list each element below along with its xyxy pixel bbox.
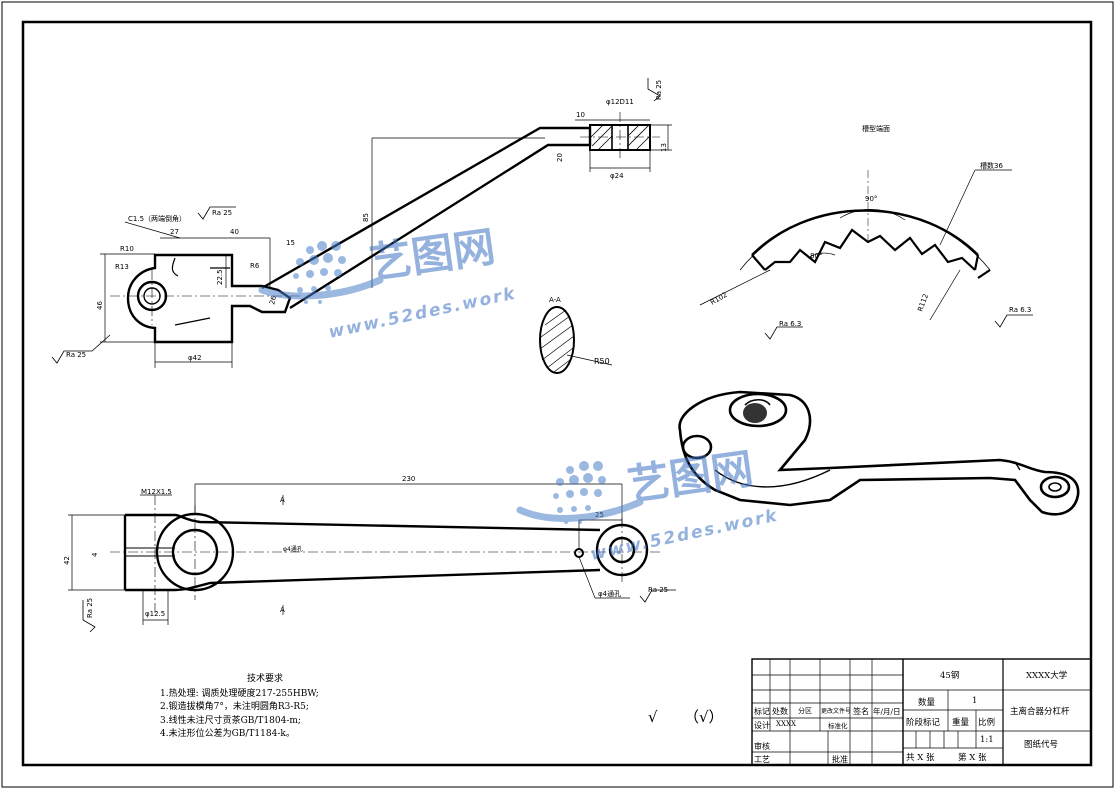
section-a-a: A-A R50 — [539, 296, 613, 374]
watermark-brand-1: 艺图网 — [367, 222, 499, 288]
dim-phi42: φ42 — [188, 354, 202, 362]
tb-count-label: 处数 — [772, 707, 788, 716]
watermark-url-2: www.52des.work — [589, 506, 780, 565]
tb-sheet-no: 第 X 张 — [958, 753, 987, 763]
dim-22: 22.5 — [216, 269, 224, 285]
tb-design-label: 设计 — [754, 721, 770, 730]
dim-85: 85 — [362, 213, 370, 222]
detail-r102: R102 — [709, 291, 729, 307]
dim-26: 26 — [268, 294, 278, 305]
tb-stage-label: 阶段标记 — [906, 718, 941, 728]
dim-40: 40 — [230, 228, 239, 236]
note-item-4: 4.未注形位公差为GB/T1184-k。 — [160, 729, 295, 739]
dim-42: 42 — [63, 556, 71, 565]
dim-chamfer: C1.5（两端倒角） — [128, 214, 186, 223]
tb-review-label: 审核 — [754, 742, 770, 751]
section-mark-bottom: A — [280, 606, 285, 614]
note-item-2: 2.锻造拔模角7°，未注明圆角R3-R5; — [160, 702, 309, 712]
title-block — [751, 658, 1092, 766]
tb-scale-label: 比例 — [978, 718, 996, 728]
watermark-2: 艺图网 www.52des.work — [516, 444, 780, 565]
detail-view — [699, 169, 1012, 321]
ra-bottom-right: Ra 25 — [648, 586, 668, 594]
dim-13: 13 — [660, 143, 668, 152]
ra-bottom-left: Ra 25 — [86, 598, 94, 618]
center-note: φ4通孔 — [283, 545, 303, 553]
ra-top: Ra 25 — [212, 209, 232, 217]
dim-r13: R13 — [115, 263, 129, 271]
dim-phi24: φ24 — [610, 172, 624, 180]
ra-detail-right: Ra 6.3 — [1009, 306, 1031, 314]
section-r50: R50 — [594, 357, 610, 366]
dim-46: 46 — [96, 301, 104, 310]
tb-part-name: 主离合器分杠杆 — [1010, 707, 1070, 717]
dim-15: 15 — [286, 239, 295, 247]
detail-teeth: 槽数36 — [980, 161, 1003, 170]
tb-change-doc: 更改文件号 — [821, 708, 852, 715]
technical-notes: 技术要求 1.热处理: 调质处理硬度217-255HBW; 2.锻造拔模角7°，… — [160, 673, 360, 742]
tb-zone-label: 分区 — [798, 707, 812, 715]
dim-r10: R10 — [120, 245, 134, 253]
ra-arm-end: Ra 25 — [655, 80, 663, 100]
ra-left: Ra 25 — [66, 351, 86, 359]
section-mark-top: A — [280, 496, 285, 504]
tb-sign-label: 签名 — [853, 707, 869, 716]
note-item-3: 3.线性未注尺寸贡茶GB/T1804-m; — [160, 715, 301, 726]
tb-approve-label: 批准 — [832, 755, 848, 764]
note-item-1: 1.热处理: 调质处理硬度217-255HBW; — [160, 688, 319, 699]
dim-r6: R6 — [250, 262, 260, 270]
dim-10: 10 — [576, 111, 585, 119]
tb-total-sheets: 共 X 张 — [906, 753, 935, 763]
bottom-view — [68, 483, 660, 625]
svg-text:A-A: A-A — [549, 296, 561, 304]
tb-scale-value: 1:1 — [980, 735, 994, 745]
dim-27: 27 — [170, 228, 179, 236]
iso-view — [678, 390, 1080, 516]
top-view — [100, 112, 672, 368]
tb-designer: XXXX — [776, 720, 796, 728]
inner-frame — [21, 20, 1093, 767]
dim-phi12: φ12D11 — [606, 98, 634, 106]
ra-detail-left: Ra 6.3 — [779, 320, 801, 328]
dim-230: 230 — [402, 475, 415, 483]
iso-bore — [743, 403, 767, 423]
check-mark-paren: （√） — [684, 708, 724, 726]
tb-qty-label: 数量 — [918, 698, 936, 708]
roughness-marks — [51, 78, 1033, 633]
detail-angle-80: 80° — [810, 252, 822, 260]
tb-drawing-no: 图纸代号 — [1024, 740, 1059, 750]
tb-weight-label: 重量 — [952, 718, 970, 728]
dim-m12: M12X1.5 — [141, 488, 172, 496]
detail-title: 槽型端面 — [862, 124, 890, 133]
check-mark: √ — [648, 708, 658, 726]
hole-note: φ4通孔 — [598, 589, 621, 598]
detail-angle-90: 90° — [865, 195, 877, 203]
tb-school: XXXX大学 — [1026, 671, 1068, 681]
tb-date-label: 年/月/日 — [873, 707, 901, 716]
tb-material: 45钢 — [940, 671, 960, 681]
dim-phi125: φ12.5 — [145, 610, 165, 618]
tb-process-label: 工艺 — [754, 755, 770, 764]
tb-standard-label: 标准化 — [828, 722, 848, 730]
detail-r112: R112 — [916, 293, 930, 313]
dim-4: 4 — [91, 552, 99, 557]
watermark-1: 艺图网 www.52des.work — [258, 222, 518, 343]
tb-qty-value: 1 — [972, 696, 978, 706]
watermark-brand-2: 艺图网 — [625, 444, 757, 510]
notes-title: 技术要求 — [246, 674, 283, 684]
dim-20: 20 — [556, 153, 564, 162]
tb-mark-label: 标记 — [754, 707, 770, 716]
